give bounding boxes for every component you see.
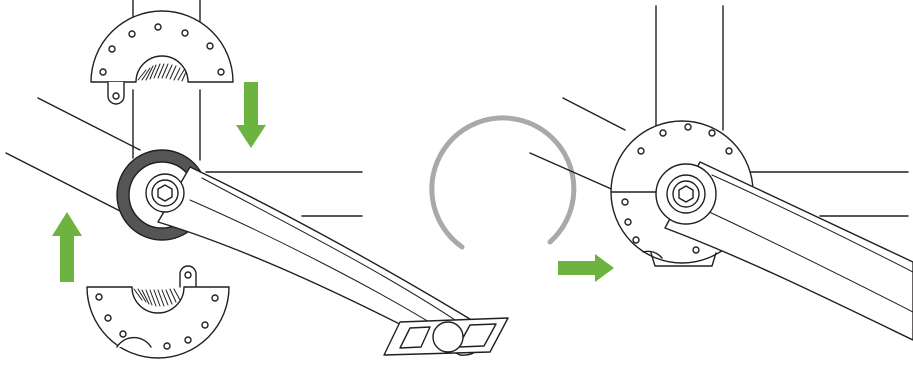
down-arrow-icon xyxy=(236,82,266,148)
right-arrow-icon xyxy=(558,254,614,282)
rotation-arc-icon xyxy=(432,118,574,247)
rotate-step-panel xyxy=(530,6,913,340)
upper-guard-half xyxy=(91,11,233,104)
rotation-indicator xyxy=(432,118,614,282)
brush-seal-lower xyxy=(134,289,180,306)
lower-guard-half xyxy=(87,266,229,358)
pedal xyxy=(384,318,508,355)
up-arrow-icon xyxy=(52,212,82,282)
brush-seal-upper xyxy=(138,64,186,81)
